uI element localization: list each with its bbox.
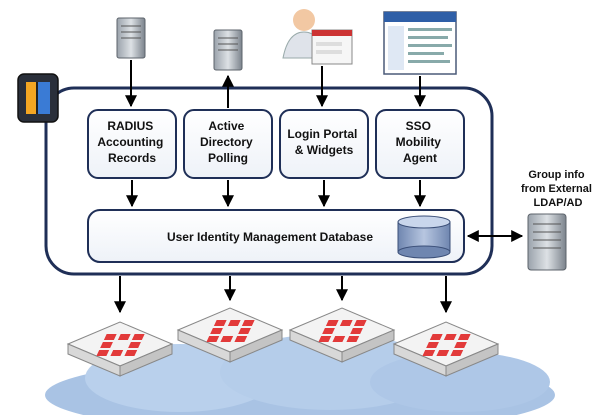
box-line: Active [208, 119, 244, 133]
external-line: LDAP/AD [534, 197, 583, 209]
box-line: Directory [200, 135, 253, 149]
box-line: RADIUS [107, 119, 153, 133]
fortigate-appliance-icon [176, 307, 284, 363]
fortigate-appliance-icon [392, 321, 500, 377]
sso-agent-window-icon [383, 11, 457, 75]
fortigate-appliance-icon [66, 321, 174, 377]
external-line: from External [521, 183, 592, 195]
box-line: Login Portal [287, 127, 357, 141]
fortinet-door-logo-icon [17, 73, 59, 123]
box-line: Accounting [97, 135, 163, 149]
ldap-server-icon [527, 213, 567, 271]
user-login-icon [282, 9, 353, 65]
server-icon [213, 29, 243, 71]
database-cylinder-icon [397, 215, 451, 259]
box-line: Mobility [396, 135, 442, 149]
source-box-radius: RADIUS Accounting Records [87, 109, 177, 179]
source-box-sso-agent: SSO Mobility Agent [375, 109, 465, 179]
box-line: Records [108, 151, 156, 165]
external-line: Group info [528, 169, 584, 181]
identity-database: User Identity Management Database [87, 209, 465, 263]
svg-text:Login Portal & Widgets: Login Portal & Widgets [287, 127, 360, 157]
fortigate-appliance-icon [288, 307, 396, 363]
box-line: Polling [208, 151, 248, 165]
external-group-info: Group info from External LDAP/AD [521, 169, 595, 209]
database-label: User Identity Management Database [167, 230, 373, 244]
source-box-ad-polling: Active Directory Polling [183, 109, 273, 179]
server-icon [116, 17, 146, 59]
box-line: SSO [406, 119, 431, 133]
main-frame [44, 86, 494, 276]
svg-text:Active Directory P: Active Directory Polling [200, 119, 256, 165]
source-box-login-portal: Login Portal & Widgets [279, 109, 369, 179]
svg-text:RADIUS Accounting: RADIUS Accounting Records [97, 119, 166, 165]
svg-text:SSO Mobility Agent: SSO Mobility Agent [396, 119, 445, 165]
box-line: & Widgets [295, 143, 354, 157]
box-line: Agent [403, 151, 437, 165]
